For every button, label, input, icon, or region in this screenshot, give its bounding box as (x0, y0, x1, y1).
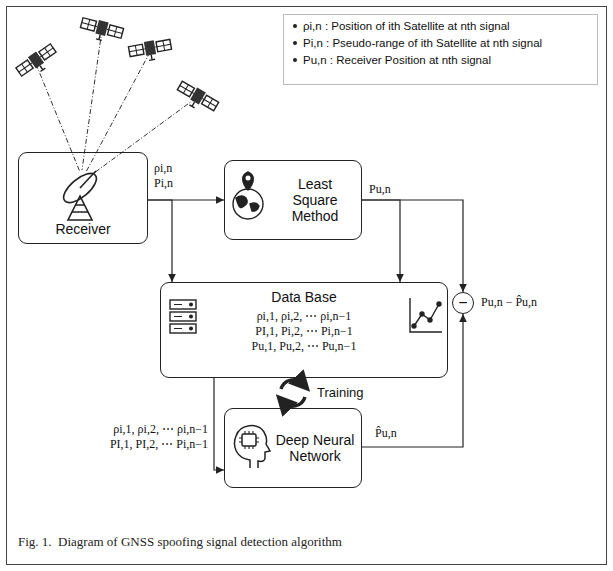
symbol-definition: Pi,n : Pseudo-range of ith Satellite at … (302, 36, 543, 50)
symbol-definition: Pu,n : Receiver Position at nth signal (302, 53, 492, 67)
arrow-head (216, 466, 224, 474)
connector (362, 314, 467, 447)
database-box: Data Base ρi,1, ρi,2, ⋯ ρi,n−1PI,1, Pi,2,… (160, 282, 448, 378)
node-label: Least Square Method (275, 176, 355, 224)
receiver-box: Receiver (18, 152, 148, 244)
signal-rays (36, 30, 196, 176)
figure-border (7, 7, 607, 565)
node-row: PI,1, Pi,2, ⋯ Pi,n−1 (255, 324, 352, 339)
node-label: Data Base (271, 289, 336, 305)
training-label: Training (316, 385, 364, 400)
brain-head-icon (235, 426, 270, 468)
subtractor-circle: − (452, 292, 474, 314)
bullet-dots (293, 24, 297, 62)
edge-label: Pu,n (368, 182, 392, 197)
connector (362, 200, 404, 282)
figure-caption: Fig. 1. Diagram of GNSS spoofing signal … (18, 534, 342, 550)
node-label: Deep Neural Network (275, 432, 355, 464)
connector-line (214, 378, 224, 470)
arrow-head (216, 196, 224, 204)
server-icon (170, 300, 196, 333)
edge-label: P̂u,n (374, 426, 398, 441)
node-row: Pu,1, Pu,2, ⋯ Pu,n−1 (252, 339, 357, 354)
connector-line (148, 200, 172, 282)
arrow-head (168, 274, 176, 282)
connector (148, 200, 176, 282)
node-label: Receiver (55, 221, 110, 237)
edge-label: ρi,1, ρi,2, ⋯ ρi,n−1 PI,1, PI,2, ⋯ Pi,n−… (92, 422, 209, 452)
node-label: − (458, 295, 467, 311)
globe-icon (233, 172, 263, 219)
connector-line (362, 200, 463, 292)
process-box: Least Square Method (224, 160, 362, 240)
symbol-definition: ρi,n : Position of ith Satellite at nth … (302, 19, 511, 33)
node-row: ρi,1, ρi,2, ⋯ ρi,n−1 (257, 309, 352, 324)
network-box: Deep Neural Network (224, 408, 362, 488)
antenna-icon (59, 168, 101, 220)
arrow-head (459, 284, 467, 292)
connector (214, 378, 224, 474)
chart-icon (410, 298, 442, 332)
edge-label: ρi,n Pi,n (153, 161, 183, 191)
connector-line (362, 200, 400, 282)
symbol-box (284, 15, 598, 85)
satellites (15, 16, 220, 117)
arrow-head (459, 314, 467, 322)
connector (362, 200, 467, 292)
training-cycle (281, 380, 305, 406)
difference-label: Pu,n − P̂u,n (480, 295, 538, 310)
arrow-head (396, 274, 404, 282)
